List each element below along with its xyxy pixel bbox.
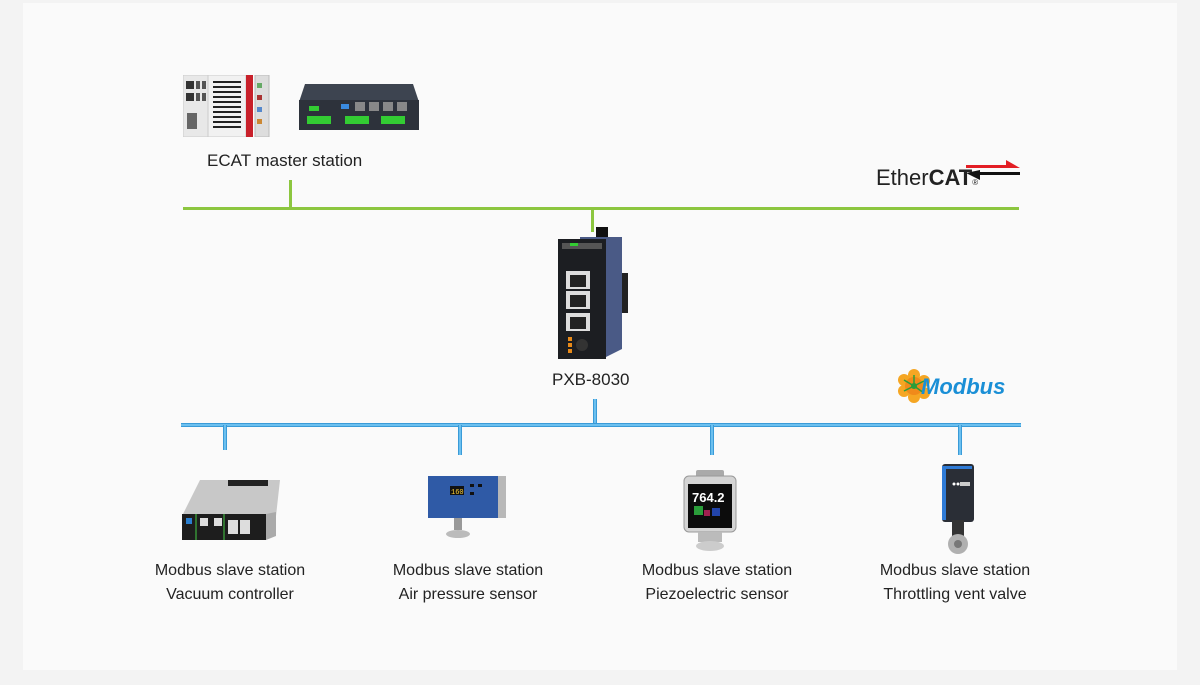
throttling-vent-valve-image <box>938 462 978 556</box>
pxb-8030-gateway-image <box>558 225 630 360</box>
slave-2-drop-line <box>458 425 462 455</box>
registered-mark: ® <box>972 178 979 187</box>
slave-4-label-line2: Throttling vent valve <box>883 586 1027 603</box>
modbus-bus-line <box>181 423 1021 427</box>
piezo-display-value: 764.2 <box>692 490 725 505</box>
ethercat-arrows-icon <box>966 160 1022 182</box>
ethercat-logo-prefix: Ether <box>876 165 929 190</box>
master-drop-line <box>289 180 292 208</box>
slave-4-drop-line <box>958 425 962 455</box>
slave-3-label-line2: Piezoelectric sensor <box>645 586 789 603</box>
modbus-logo-icon <box>897 369 931 403</box>
gateway-label: PXB-8030 <box>552 370 630 389</box>
slave-3-label-line1: Modbus slave station <box>641 562 793 579</box>
ethercat-logo-bold: CAT <box>928 165 973 190</box>
slave-1-drop-line <box>223 425 227 450</box>
modbus-logo-text: Modbus <box>921 374 1006 399</box>
vacuum-controller-image <box>180 478 282 543</box>
slave-2-label-line2: Air pressure sensor <box>398 586 538 603</box>
ethercat-logo: EtherCAT® <box>876 165 978 191</box>
svg-text:160: 160 <box>451 489 464 497</box>
edge-gateway-image <box>297 82 421 134</box>
slave-1-label-line1: Modbus slave station <box>154 562 306 579</box>
gateway-ethercat-drop-line <box>591 210 594 232</box>
gateway-modbus-drop-line <box>593 399 597 425</box>
ethercat-bus-line <box>183 207 1019 210</box>
master-station-label: ECAT master station <box>207 151 363 170</box>
plc-controller-image <box>182 74 271 138</box>
piezoelectric-sensor-image <box>682 468 738 554</box>
air-pressure-sensor-image: 160 <box>428 474 508 540</box>
slave-3-drop-line <box>710 425 714 455</box>
slave-4-label-line1: Modbus slave station <box>879 562 1031 579</box>
slave-2-label-line1: Modbus slave station <box>392 562 544 579</box>
slave-1-label-line2: Vacuum controller <box>166 586 294 603</box>
